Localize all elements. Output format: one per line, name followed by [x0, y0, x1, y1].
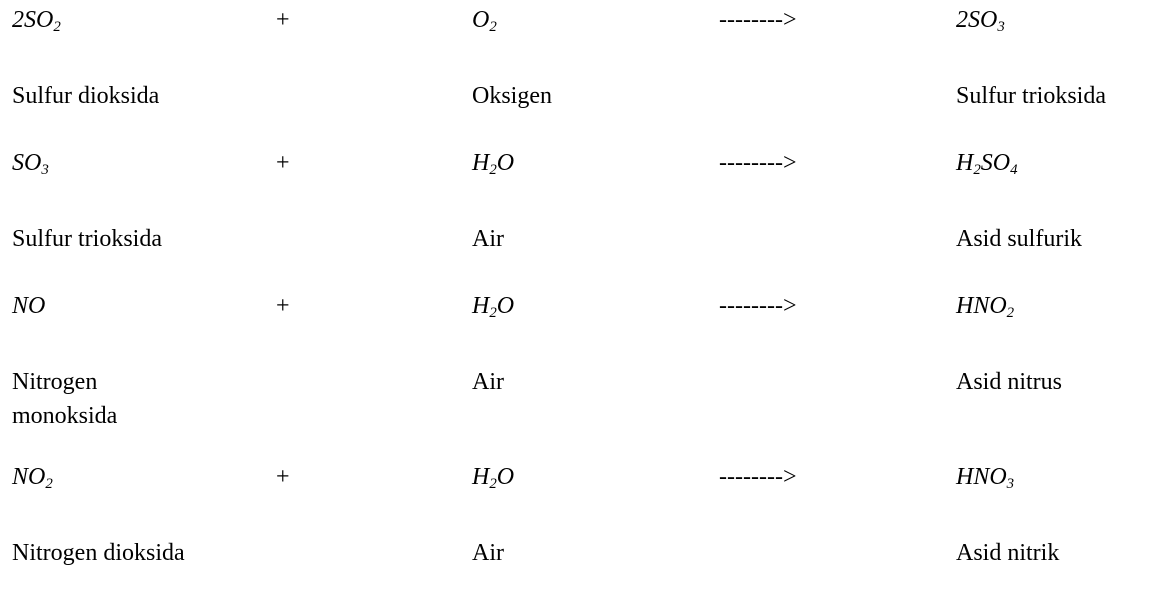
reaction-arrow: -------->: [719, 464, 797, 490]
plus-operator: +: [276, 7, 290, 33]
reactant-name: Air: [472, 369, 504, 395]
product-name: Asid nitrus: [956, 369, 1063, 395]
product-formula: HNO3: [956, 464, 1015, 493]
reactant-formula: H2O: [472, 464, 515, 493]
reactant-name: Sulfur trioksida: [12, 226, 162, 252]
product-formula: 2SO3: [956, 7, 1005, 36]
reactant-name: Air: [472, 226, 504, 252]
reaction-arrow: -------->: [719, 7, 797, 33]
reactant-formula: H2O: [472, 150, 515, 179]
reactant-formula: 2SO2: [12, 7, 61, 36]
product-name: Asid sulfurik: [956, 226, 1082, 252]
reactant-formula: O2: [472, 7, 497, 36]
plus-operator: +: [276, 150, 290, 176]
reactant-formula: NO: [12, 293, 46, 319]
product-name: Asid nitrik: [956, 540, 1060, 566]
reactant-name: Oksigen: [472, 83, 552, 109]
product-formula: HNO2: [956, 293, 1015, 322]
reactant-name: Nitrogen dioksida: [12, 540, 185, 566]
reactant-name: Nitrogen monoksida: [12, 369, 118, 429]
reaction-arrow: -------->: [719, 293, 797, 319]
plus-operator: +: [276, 293, 290, 319]
reactant-formula: H2O: [472, 293, 515, 322]
reactant-name: Sulfur dioksida: [12, 83, 160, 109]
reactant-formula: NO2: [12, 464, 53, 493]
reactant-name: Air: [472, 540, 504, 566]
reactant-formula: SO3: [12, 150, 49, 179]
product-formula: H2SO4: [956, 150, 1018, 179]
reaction-arrow: -------->: [719, 150, 797, 176]
product-name: Sulfur trioksida: [956, 83, 1106, 109]
plus-operator: +: [276, 464, 290, 490]
